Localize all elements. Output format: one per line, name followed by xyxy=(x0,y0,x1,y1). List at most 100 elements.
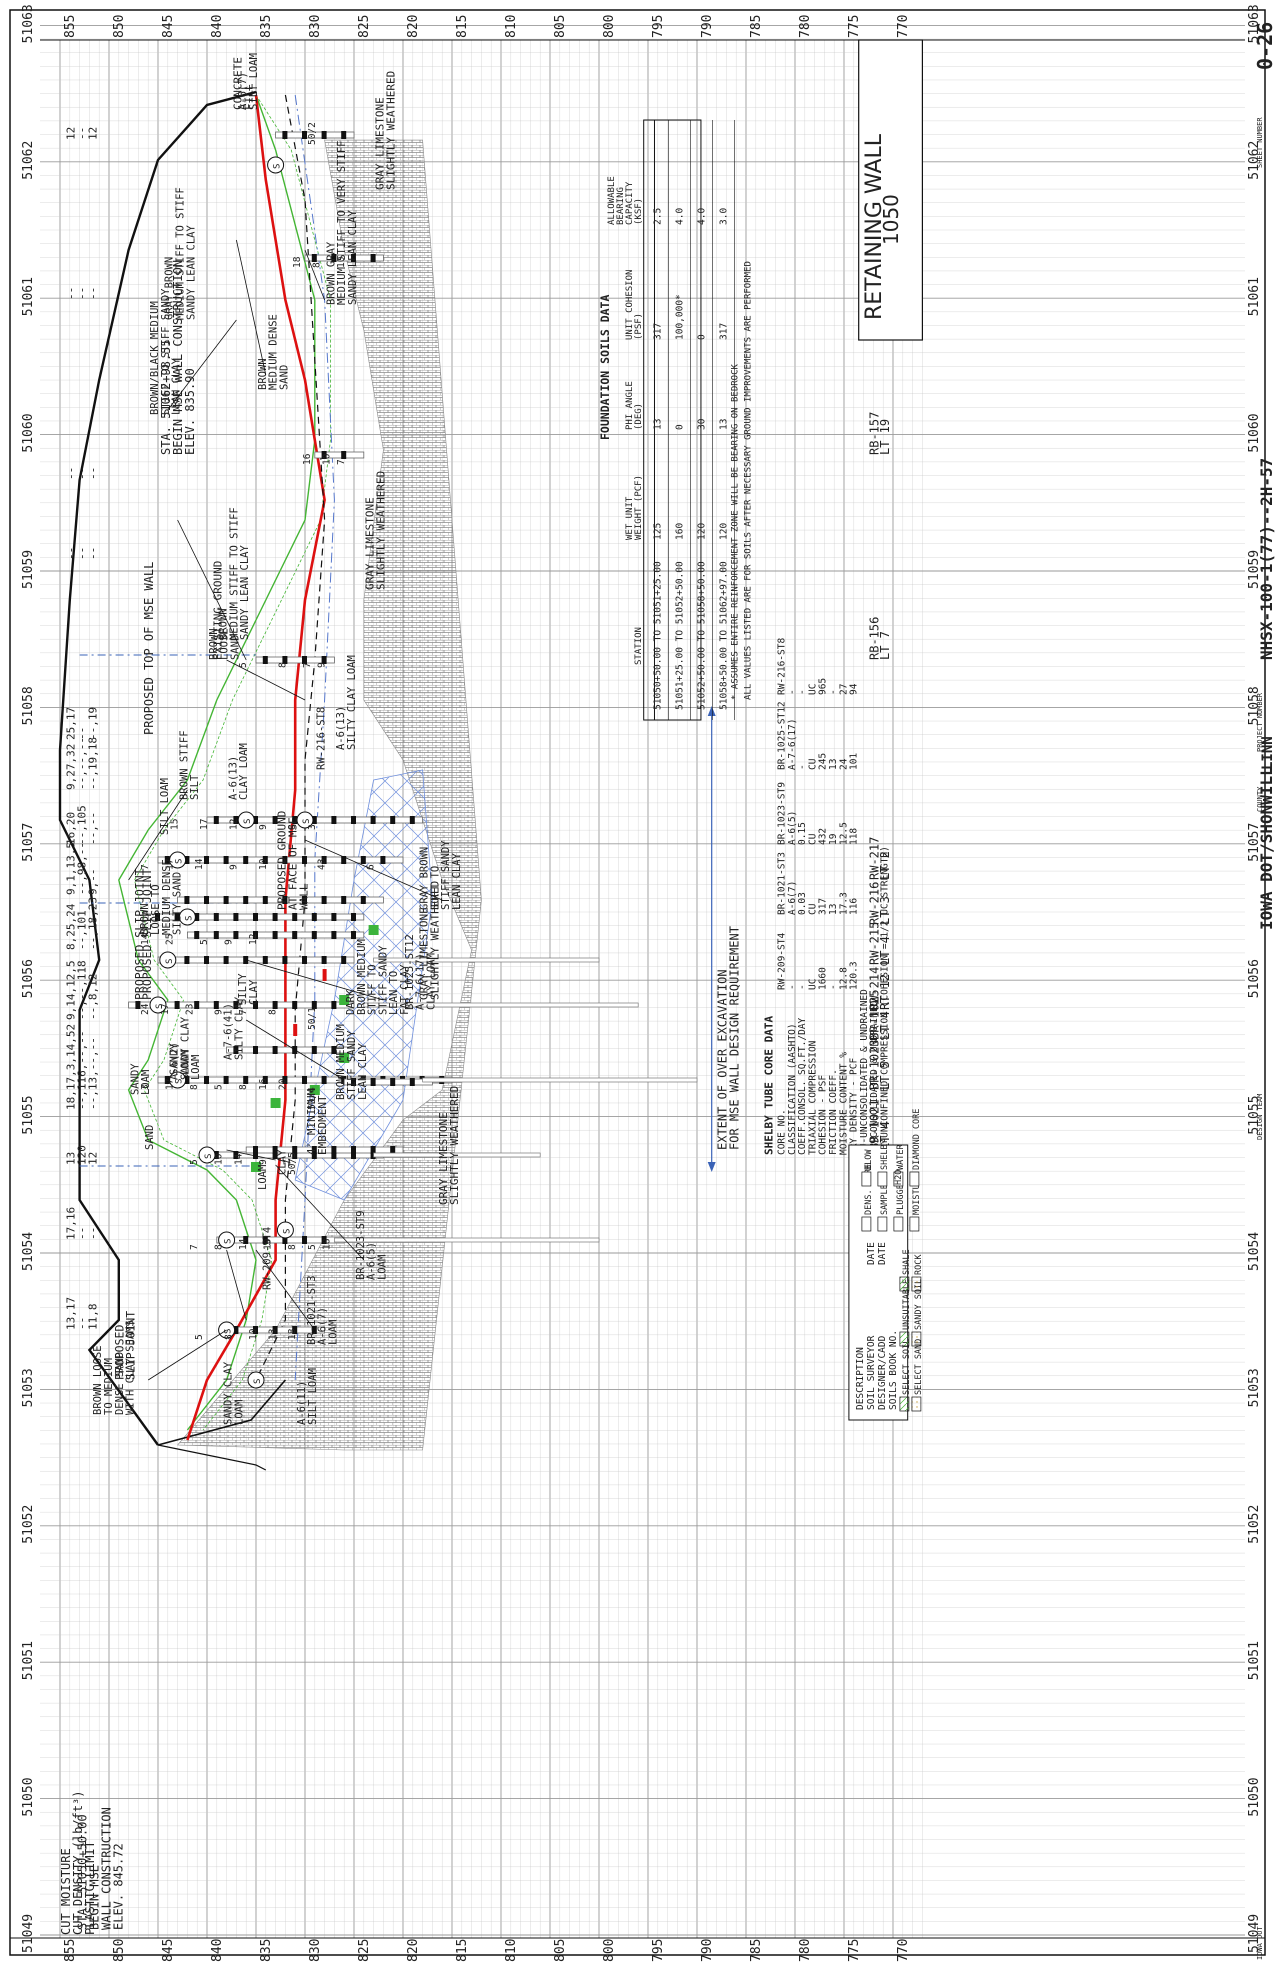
blow-count: 10 xyxy=(336,256,347,268)
shelby-cell-value: 12.8 xyxy=(838,967,849,990)
blow-marker xyxy=(272,1326,278,1334)
foundation-header: ALLOWABLE xyxy=(607,176,617,225)
station-label-left: 51059 xyxy=(21,550,36,589)
blow-marker xyxy=(213,816,219,824)
station-label-left: 51060 xyxy=(21,413,36,452)
soil-description: LOAM xyxy=(376,1255,388,1280)
boring-id: RW-214 xyxy=(867,967,881,1010)
blow-marker xyxy=(292,1146,298,1154)
leader-line xyxy=(128,789,188,881)
blow-count: 43 xyxy=(317,859,328,870)
station-label-right: 51050 xyxy=(1247,1777,1262,1816)
legend-swatch xyxy=(911,1331,922,1347)
boring-column xyxy=(245,1146,404,1154)
blow-marker xyxy=(331,1046,337,1054)
elevation-label-top: 775 xyxy=(847,15,862,38)
date-label: DATE xyxy=(866,1242,877,1265)
slip-joint-label: PROPOSED SLIP JOINT xyxy=(132,868,146,1000)
legend-item: PLUGGED xyxy=(896,1179,906,1215)
density-value: -- xyxy=(75,547,88,560)
blow-marker xyxy=(194,913,200,921)
soil-description: DARK xyxy=(345,989,357,1015)
blow-marker xyxy=(262,1076,268,1084)
soil-description: SANDY xyxy=(129,1063,141,1095)
elevation-label-top: 820 xyxy=(406,15,421,38)
blow-marker xyxy=(282,956,288,964)
boring-extension xyxy=(373,1152,541,1158)
blow-marker xyxy=(272,1046,278,1054)
station-label-right: 51058 xyxy=(1247,686,1262,725)
soil-description: SANDY LEAN CLAY xyxy=(347,209,359,305)
soil-description: SANDY CLAY xyxy=(223,1361,235,1425)
elevation-label-bottom: 795 xyxy=(651,1939,666,1962)
shelby-cell-value: 118 xyxy=(849,828,860,845)
sample-circle-label: S xyxy=(253,1379,263,1384)
proposed-top-label: PROPOSED TOP OF MSE WALL xyxy=(142,562,156,735)
blow-marker xyxy=(321,451,327,459)
shelby-sample-marker xyxy=(339,1053,350,1063)
shelby-cell-value: 116 xyxy=(849,898,860,915)
leader-line xyxy=(236,239,267,376)
soil-description: BR-1023-ST9 xyxy=(355,1210,367,1280)
elevation-label-top: 830 xyxy=(308,15,323,38)
blow-marker xyxy=(184,1076,190,1084)
blow-marker xyxy=(243,956,249,964)
blow-marker xyxy=(282,131,288,139)
leader-line xyxy=(226,659,306,701)
shelby-cell-value: BR-1021-ST3 xyxy=(776,852,787,915)
station-label-right: 51049 xyxy=(1247,1914,1262,1953)
moisture-value: 13,17 xyxy=(65,1297,78,1330)
blow-count: 8 xyxy=(189,1084,200,1090)
boring-id: BR-1023 xyxy=(867,1039,881,1090)
plastic-limit-value: 9,-- xyxy=(86,869,99,896)
boring-offset: LT 2 xyxy=(878,851,892,880)
blow-count: 17 xyxy=(165,1079,176,1090)
sample-circle-label: S xyxy=(175,859,185,864)
boring-offset: LT 19 xyxy=(878,419,892,455)
density-value: --,98,-- xyxy=(75,842,88,895)
soil-description: RW-216-ST8 xyxy=(316,707,328,770)
station-label-left: 51055 xyxy=(21,1095,36,1134)
blow-marker xyxy=(341,956,347,964)
blow-count: 3 xyxy=(140,1084,151,1090)
elevation-label-bottom: 835 xyxy=(259,1939,274,1962)
leader-line xyxy=(226,1249,247,1321)
boring-offset: LT 5 xyxy=(878,1061,892,1090)
moisture-value: 9,1,13,5 xyxy=(65,842,78,895)
shelby-row-label: COEFF.CONSOL. SQ.FT./DAY xyxy=(797,1017,808,1155)
shelby-cell-value: RW-209-ST4 xyxy=(776,933,787,990)
soil-description: SAND xyxy=(278,365,290,390)
elevation-label-bottom: 780 xyxy=(798,1939,813,1962)
shelby-cell-value: RW-216-ST8 xyxy=(776,638,787,695)
station-label-left: 51056 xyxy=(21,959,36,998)
blow-marker xyxy=(253,1046,258,1054)
foundation-header: UNIT COHESION xyxy=(625,270,635,340)
blow-marker xyxy=(370,816,376,824)
leader-line xyxy=(255,1249,316,1331)
legend-item: BLOW xyxy=(864,1149,874,1170)
blow-marker xyxy=(331,931,337,939)
density-value: --,101 xyxy=(75,910,88,950)
boring-offset: LT 7 xyxy=(878,631,892,660)
station-begin-note: BEGIN MSE xyxy=(88,1865,102,1930)
foundation-cell: 51058+50.00 TO 51062+97.00 xyxy=(718,561,729,710)
sample-circle xyxy=(267,156,285,174)
blow-count: 24 xyxy=(140,1003,151,1015)
elevation-label-top: 790 xyxy=(700,15,715,38)
shelby-table-title: SHELBY TUBE CORE DATA xyxy=(762,1016,775,1155)
plastic-limit-value: --,8,12 xyxy=(86,974,99,1020)
gray-limestone-label: GRAY LIMESTONE xyxy=(364,497,377,590)
shelby-row-label: DRY DENSITY - PCF xyxy=(849,1057,860,1155)
gray-limestone-label: GRAY LIMESTONE xyxy=(437,1112,450,1205)
plastic-limit-value: --,19,18 xyxy=(86,737,99,790)
legend-item: SAMPLE xyxy=(880,1184,890,1215)
soil-description: SILTY SAND xyxy=(172,872,184,935)
station-label-left: 51053 xyxy=(21,1368,36,1407)
legend-item: SELECT SOIL xyxy=(902,1339,912,1395)
station-begin-note: ELEV. 845.72 xyxy=(112,1843,126,1930)
blow-marker xyxy=(233,1326,239,1334)
foundation-table-border xyxy=(643,119,702,721)
legend-swatch xyxy=(893,1216,904,1232)
